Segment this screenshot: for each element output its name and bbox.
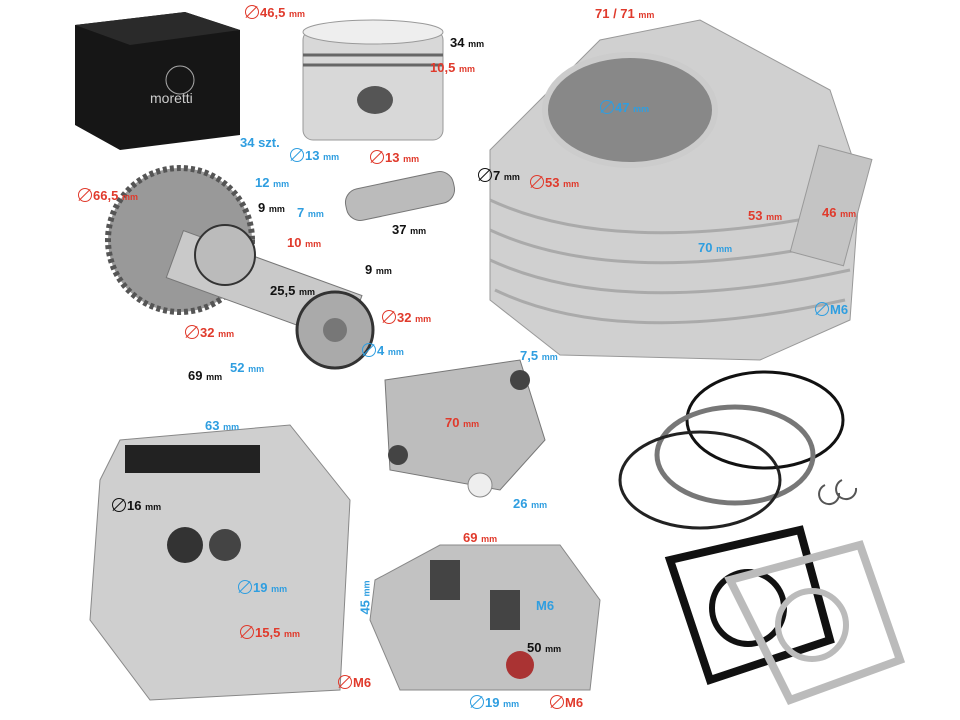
cylinder-head xyxy=(89,424,351,701)
head-thread-label: M6 xyxy=(338,675,371,690)
cam-bore-label: 4 mm xyxy=(362,343,404,358)
stud-spacing-label: 71 / 71 mm xyxy=(595,6,655,21)
piston-rings xyxy=(618,370,858,530)
pin-diameter-label: 13 mm xyxy=(370,150,419,165)
head2-exhaust-label: 50 mm xyxy=(527,640,562,655)
height-53-label: 53 mm xyxy=(748,208,783,223)
cam-length-52-label: 52 mm xyxy=(230,360,265,375)
piston-diameter-label: 46,5 mm xyxy=(245,5,305,20)
height-70-label: 70 mm xyxy=(698,240,733,255)
side-label: 46 mm xyxy=(822,205,857,220)
head2-thread-bottom-label: M6 xyxy=(550,695,583,710)
cylinder-head-top xyxy=(369,544,601,691)
cylinder-thread-label: M6 xyxy=(815,302,848,317)
head-port-label: 15,5 mm xyxy=(240,625,300,640)
sprocket-teeth-label: 34 szt. xyxy=(240,135,280,150)
rocker-span-label: 70 mm xyxy=(445,415,480,430)
valve-ex-label: 19 mm xyxy=(238,580,287,595)
pin-length-label: 37 mm xyxy=(392,222,427,237)
spigot-label: 53 mm xyxy=(530,175,579,190)
rocker-arm-assembly xyxy=(384,359,546,498)
gaskets xyxy=(664,525,906,705)
rocker-width-label: 26 mm xyxy=(513,496,548,511)
piston-pin-hole-label: 13 mm xyxy=(290,148,339,163)
bearing-right-label: 32 mm xyxy=(382,310,431,325)
piston-pin xyxy=(344,171,456,221)
valve-in-label: 16 mm xyxy=(112,498,161,513)
head-spacing-label: 63 mm xyxy=(205,418,240,433)
cam-7-label: 7 mm xyxy=(297,205,324,220)
cam-10-label: 10 mm xyxy=(287,235,322,250)
product-box xyxy=(75,12,240,150)
cam-lobe-label: 25,5 mm xyxy=(270,283,315,298)
piston xyxy=(302,19,444,141)
cam-length-69-label: 69 mm xyxy=(188,368,223,383)
camshaft xyxy=(105,165,375,370)
cam-9b-label: 9 mm xyxy=(365,262,392,277)
cam-9a-label: 9 mm xyxy=(258,200,285,215)
piston-ring-zone-label: 10,5 mm xyxy=(430,60,475,75)
sprocket-diameter-label: 66,5 mm xyxy=(78,188,138,203)
head2-port-label: 19 mm xyxy=(470,695,519,710)
cylinder xyxy=(489,19,873,361)
cam-12-label: 12 mm xyxy=(255,175,290,190)
piston-height-label: 34 mm xyxy=(450,35,485,50)
brand-logo: moretti xyxy=(150,90,193,106)
bearing-left-label: 32 mm xyxy=(185,325,234,340)
bore-label: 47 mm xyxy=(600,100,649,115)
stud-hole-label: 7 mm xyxy=(478,168,520,183)
rocker-hole-label: 7,5 mm xyxy=(520,348,558,363)
head-height-label: 45 mm xyxy=(357,580,373,615)
head2-width-label: 69 mm xyxy=(463,530,498,545)
head2-thread-top-label: M6 xyxy=(536,598,555,613)
